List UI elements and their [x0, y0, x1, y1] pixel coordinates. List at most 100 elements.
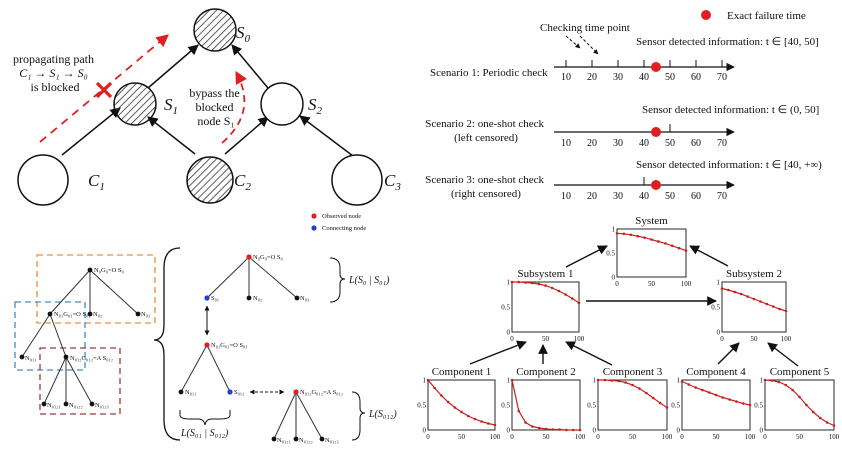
mini-plot-title: Component 1	[432, 366, 492, 378]
mini-y-tick: 1	[507, 279, 511, 287]
curve-point	[832, 424, 836, 427]
curve-point	[610, 379, 614, 382]
curve-point	[531, 425, 534, 428]
mini-y-tick: 0.5	[587, 402, 596, 410]
mini-y-tick: 0	[612, 274, 616, 282]
scenario-1: Scenario 1: Periodic check Sensor detect…	[430, 36, 819, 83]
blocked-path-text: propagating path C₁ → S₁ → S₀ is blocked	[13, 52, 97, 94]
node-c1	[17, 154, 69, 206]
mini-y-tick: 0.5	[417, 402, 426, 410]
scenario-1-info: Sensor detected information: t ∈ [40, 50…	[636, 36, 819, 48]
curve-point	[544, 284, 547, 287]
mini-y-tick: 0	[717, 329, 721, 337]
mini-x-tick: 50	[713, 433, 721, 441]
mini-x-tick: 100	[681, 280, 692, 288]
box-s01	[14, 301, 86, 371]
curve-point	[517, 409, 521, 413]
curve-point	[657, 240, 660, 243]
mini-x-tick: 0	[680, 433, 684, 441]
bypass-arrow	[221, 70, 247, 144]
curve-point	[615, 232, 619, 235]
mini-x-tick: 100	[662, 433, 673, 441]
arrow-comp1-sub1	[469, 340, 527, 365]
node-s2	[260, 82, 304, 126]
curve-point	[727, 288, 730, 292]
svg-text:10: 10	[561, 72, 571, 83]
curve-point	[551, 428, 555, 431]
curve-point	[603, 378, 607, 382]
curve-point	[651, 396, 655, 400]
curve-point	[565, 428, 568, 432]
curve-point	[453, 406, 457, 409]
mini-plot-title: System	[635, 215, 668, 227]
curve-point	[752, 297, 756, 301]
checking-arrow-2	[579, 35, 599, 55]
mini-x-tick: 100	[575, 433, 586, 441]
curve-point	[636, 234, 639, 238]
tree-s01-label: N₀₁G₀₁=O S₀₁	[54, 311, 91, 318]
panel-tree-decomposition: Observed node Connecting node N₀G₀=O S₀ …	[14, 213, 397, 444]
svg-text:60: 60	[691, 138, 701, 149]
mini-plot-frame	[681, 379, 751, 431]
subtree-s0: N₀G₀=O S₀ S₀₁ N₀₂ N₀₃ L(S₀ | S₀₁)	[204, 254, 390, 303]
full-tree: N₀G₀=O S₀ N₀₁G₀₁=O S₀₁ N₀₂ N₀₃ N₀₁₁ N₀₁₂…	[14, 254, 156, 415]
curve-point	[578, 428, 582, 432]
curve-point	[798, 395, 801, 399]
svg-text:30: 30	[613, 138, 623, 149]
curve-point	[770, 379, 774, 382]
tree-n0123-label: N₀₁₂₃	[95, 402, 109, 409]
mini-y-tick: 1	[593, 377, 597, 385]
subtree-s012: N₀₁₂G₀₁₂=A S₀₁₂ N₀₁₂₁ N₀₁₂₂ N₀₁₂₃ L(S₀₁₂…	[271, 389, 397, 444]
svg-text:60: 60	[691, 72, 701, 83]
curve-point	[493, 423, 497, 427]
label-c2: C2	[234, 171, 251, 193]
curve-point	[571, 297, 574, 300]
scenario-2-failure-dot	[651, 127, 661, 137]
mini-plot-frame	[764, 379, 835, 431]
checking-arrow-1	[565, 35, 581, 49]
likelihood-s0-label: L(S₀ | S₀₁)	[348, 275, 390, 286]
mini-y-tick: 0	[593, 427, 597, 435]
mini-x-tick: 50	[458, 433, 466, 441]
node-s1	[113, 82, 157, 126]
svg-text:50: 50	[665, 72, 675, 83]
mini-x-tick: 50	[543, 433, 551, 441]
curve-point	[777, 380, 781, 384]
svg-text:50: 50	[665, 191, 675, 202]
likelihood-s01-label: L(S₀₁ | S₀₁₂)	[180, 428, 229, 439]
mini-y-tick: 0	[760, 427, 764, 435]
legend-observed-label: Observed node	[322, 213, 361, 220]
node-s0	[193, 8, 237, 52]
mini-y-tick: 0.5	[501, 402, 510, 410]
curve-point	[510, 378, 514, 382]
label-s2: S2	[308, 95, 323, 117]
curve-point	[805, 403, 808, 407]
curve-point	[784, 383, 787, 387]
decomposition-brace	[153, 247, 181, 441]
curve-point	[670, 244, 674, 248]
curve-point	[650, 238, 653, 241]
curve-point	[524, 281, 527, 284]
curve-point	[728, 398, 731, 401]
svg-text:70: 70	[717, 138, 727, 149]
sub-s012-root-label: N₀₁₂G₀₁₂=A S₀₁₂	[300, 389, 343, 396]
sub-s012-c-label: N₀₁₂₃	[325, 437, 339, 444]
mini-plot-frame	[721, 281, 787, 333]
curve-point	[714, 393, 718, 397]
mini-x-tick: 100	[490, 433, 501, 441]
tree-n0122-label: N₀₁₂₂	[69, 402, 83, 409]
curve-point	[746, 295, 749, 298]
mini-plot-title: Component 4	[686, 366, 746, 378]
svg-text:60: 60	[691, 191, 701, 202]
curve-point	[624, 381, 627, 384]
curve-point	[524, 421, 527, 424]
scenario-3: Scenario 3: one-shot check (right censor…	[425, 159, 822, 202]
curve-point	[558, 428, 561, 431]
mini-y-tick: 0.5	[501, 304, 510, 312]
svg-text:40: 40	[639, 138, 649, 149]
curve-point	[426, 378, 430, 382]
